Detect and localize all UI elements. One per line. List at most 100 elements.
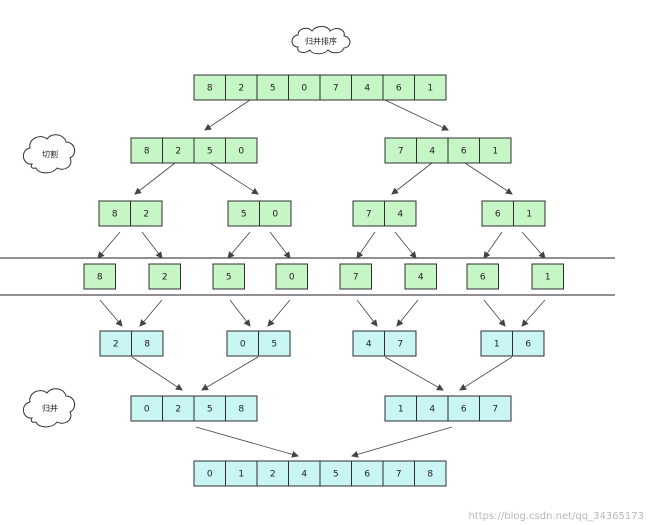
flow-arrow xyxy=(464,162,513,195)
array-box: 0 xyxy=(275,263,308,290)
array-cell-value: 1 xyxy=(526,210,532,220)
array-cell xyxy=(384,330,417,357)
split-cloud: 切割 xyxy=(23,134,76,174)
array-cell-value: 0 xyxy=(272,210,278,220)
array-cell-value: 0 xyxy=(144,405,150,415)
array-cell-value: 1 xyxy=(494,340,500,350)
array-cell xyxy=(352,200,385,227)
array-cell xyxy=(225,395,258,422)
array-box: 5 xyxy=(212,263,245,290)
array-cell-value: 1 xyxy=(398,405,404,415)
array-cell-value: 0 xyxy=(289,273,295,283)
flow-arrow xyxy=(394,231,417,259)
array-cell xyxy=(382,460,415,487)
array-cell-value: 6 xyxy=(495,210,501,220)
array-cell-value: 7 xyxy=(397,340,403,350)
flow-arrow xyxy=(229,299,251,327)
flow-arrow xyxy=(483,299,506,327)
array-cell xyxy=(288,460,321,487)
array-cell-value: 5 xyxy=(207,147,213,157)
array-cell-value: 7 xyxy=(398,147,404,157)
array-cell xyxy=(513,200,546,227)
array-cell-value: 1 xyxy=(427,84,433,94)
array-cell xyxy=(130,137,163,164)
array-cell xyxy=(414,74,447,101)
array-cell xyxy=(212,263,245,290)
array-cell xyxy=(193,460,226,487)
array-cell-value: 2 xyxy=(113,340,119,350)
merge-cloud: 归并 xyxy=(23,388,76,428)
array-cell-value: 5 xyxy=(271,340,277,350)
flow-arrow xyxy=(356,299,378,327)
array-cell-value: 6 xyxy=(525,340,531,350)
flow-arrow xyxy=(391,162,433,195)
array-cell xyxy=(148,263,181,290)
array-cell-value: 0 xyxy=(301,84,307,94)
array-cell-value: 4 xyxy=(397,210,403,220)
array-cell-value: 4 xyxy=(418,273,424,283)
flow-arrow xyxy=(356,231,376,259)
flow-arrow xyxy=(99,299,123,327)
array-cell-value: 6 xyxy=(461,147,467,157)
array-cell-value: 6 xyxy=(396,84,402,94)
array-cell-value: 2 xyxy=(175,405,181,415)
merge-label: 归并 xyxy=(42,403,58,413)
array-cell xyxy=(512,330,545,357)
array-cell xyxy=(447,137,480,164)
array-cell xyxy=(275,263,308,290)
array-cell-value: 8 xyxy=(97,273,103,283)
array-cell xyxy=(131,330,164,357)
title-cloud: 归并排序 xyxy=(291,26,351,55)
array-box: 8 xyxy=(83,263,116,290)
array-box: 7 4 6 1 xyxy=(384,137,512,164)
array-cell-value: 7 xyxy=(366,210,372,220)
array-cell xyxy=(466,263,499,290)
array-cell xyxy=(382,74,415,101)
array-cell xyxy=(130,200,163,227)
array-cell-value: 4 xyxy=(301,470,307,480)
array-cell xyxy=(404,263,437,290)
array-cell-value: 6 xyxy=(364,470,370,480)
flow-arrow xyxy=(141,231,163,259)
array-cell-value: 8 xyxy=(207,84,213,94)
array-cell-value: 6 xyxy=(480,273,486,283)
flow-arrow xyxy=(351,426,453,458)
flow-arrow xyxy=(521,231,546,259)
array-cell xyxy=(479,137,512,164)
flow-arrow xyxy=(97,231,121,259)
array-cell-value: 1 xyxy=(545,273,551,283)
array-cell-value: 2 xyxy=(238,84,244,94)
array-cell-value: 7 xyxy=(353,273,359,283)
array-cell-value: 7 xyxy=(492,405,498,415)
array-cell xyxy=(384,395,417,422)
array-cell xyxy=(259,200,292,227)
array-cell-value: 0 xyxy=(240,340,246,350)
array-cell-value: 1 xyxy=(492,147,498,157)
array-cell-value: 2 xyxy=(143,210,149,220)
array-cell xyxy=(162,395,195,422)
array-cell xyxy=(414,460,447,487)
title-cloud-shape xyxy=(291,26,351,55)
array-cell-value: 5 xyxy=(207,405,213,415)
array-cell-value: 1 xyxy=(238,470,244,480)
flow-arrow xyxy=(269,231,291,259)
flow-arrow xyxy=(483,231,503,259)
array-cell-value: 4 xyxy=(429,147,435,157)
array-cell-value: 4 xyxy=(366,340,372,350)
array-cell xyxy=(531,263,564,290)
flow-arrow xyxy=(459,356,513,391)
array-cell xyxy=(225,137,258,164)
flow-arrow xyxy=(384,356,444,391)
array-cell-value: 6 xyxy=(461,405,467,415)
split-cloud-shape xyxy=(23,134,76,174)
array-box: 2 xyxy=(148,263,181,290)
flow-arrow xyxy=(131,356,183,391)
array-cell-value: 0 xyxy=(207,470,213,480)
array-cell-value: 2 xyxy=(162,273,168,283)
